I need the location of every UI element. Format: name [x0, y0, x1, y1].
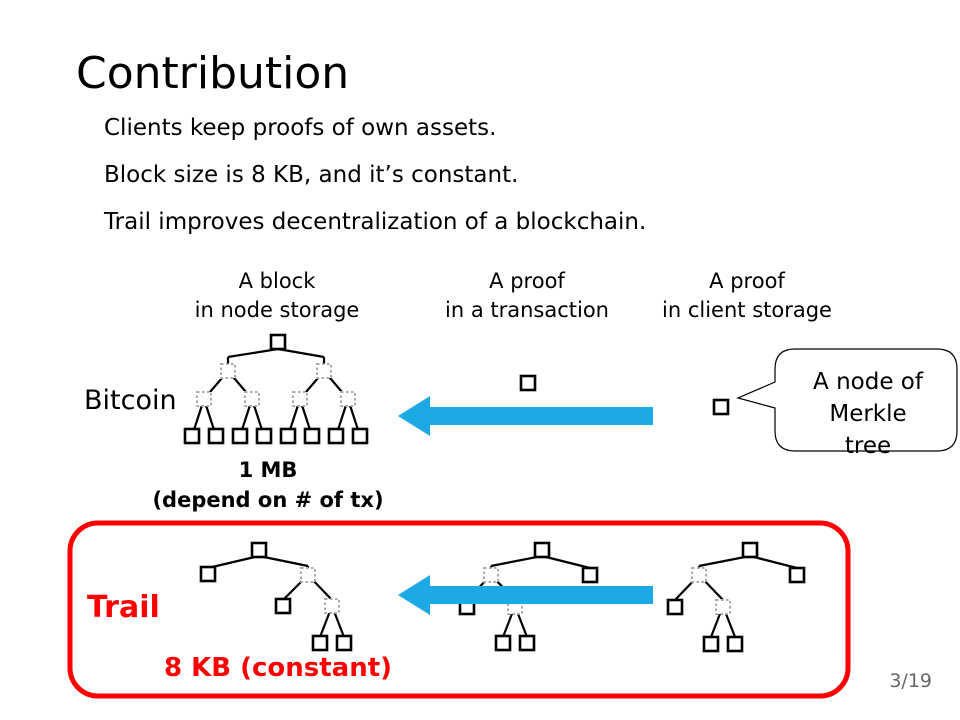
- column-header-client-storage: A proof in client storage: [662, 269, 832, 322]
- merkle-node-callout-text: A node of Merkle tree: [813, 369, 923, 459]
- bitcoin-client-proof-node: [712, 398, 730, 416]
- trail-highlight-frame: [67, 520, 851, 699]
- column-header-node-storage: A block in node storage: [194, 269, 360, 322]
- trail-row-label: Trail: [87, 590, 160, 625]
- callout-bubble: [736, 348, 958, 452]
- trail-block-size-label: 8 KB (constant): [163, 653, 393, 683]
- bullet-block-size: Block size is 8 KB, and it’s constant.: [104, 162, 519, 188]
- bitcoin-arrow: [398, 396, 653, 436]
- bitcoin-block-size-label: 1 MB (depend on # of tx): [152, 458, 384, 512]
- trail-arrow: [398, 575, 653, 615]
- bitcoin-row-label: Bitcoin: [84, 385, 177, 416]
- slide-title: Contribution: [76, 48, 350, 99]
- bullet-decentralization: Trail improves decentralization of a blo…: [104, 209, 647, 235]
- bullet-clients-keep-proofs: Clients keep proofs of own assets.: [104, 115, 497, 141]
- trail-block-tree: [207, 554, 346, 638]
- page-number: 3/19: [889, 670, 932, 692]
- bitcoin-block-tree: [190, 347, 362, 437]
- column-header-transaction: A proof in a transaction: [445, 269, 609, 322]
- bitcoin-transaction-proof-node: [519, 374, 537, 392]
